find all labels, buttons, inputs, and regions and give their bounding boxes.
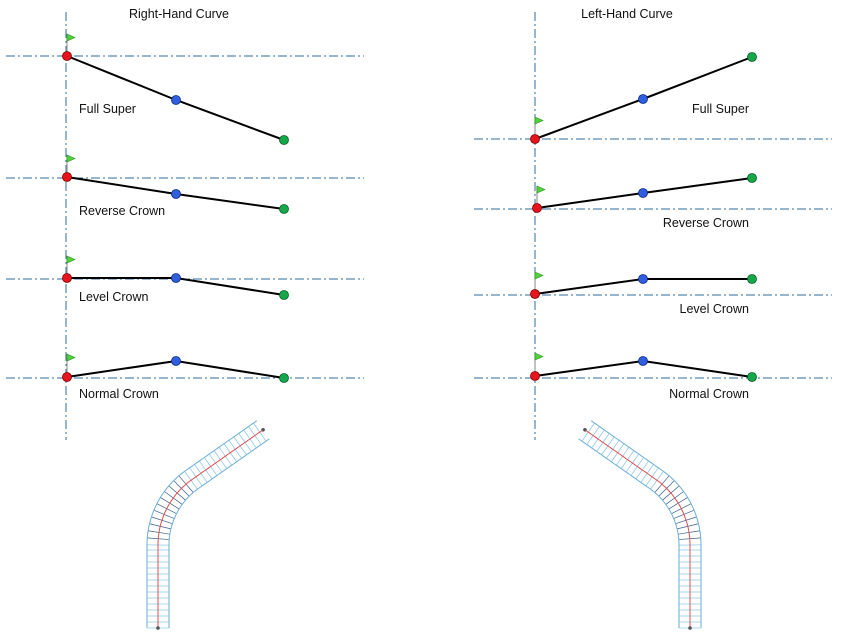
profile-row-full-super: Full Super <box>474 52 832 144</box>
flag-icon <box>534 116 544 125</box>
start-point <box>62 51 72 61</box>
profile-row-level-crown: Level Crown <box>6 255 364 304</box>
end-point <box>279 373 289 383</box>
end-station-marker <box>583 428 587 432</box>
profile-row-level-crown: Level Crown <box>474 271 832 316</box>
end-point <box>747 274 757 284</box>
flag-icon <box>66 33 76 42</box>
start-station-marker <box>156 626 160 630</box>
centerline <box>157 429 264 628</box>
row-label: Level Crown <box>79 290 149 304</box>
mid-point <box>638 274 648 284</box>
edge-of-pavement-line <box>146 420 258 628</box>
mid-point <box>638 94 648 104</box>
row-label: Normal Crown <box>669 387 749 401</box>
flag-icon <box>536 185 546 194</box>
start-point <box>530 289 540 299</box>
alignment-plan-drawing <box>578 420 702 630</box>
start-point <box>62 172 72 182</box>
start-point <box>62 273 72 283</box>
mid-point <box>171 189 181 199</box>
panel-title: Left-Hand Curve <box>581 7 673 21</box>
edge-of-pavement-line <box>578 438 680 628</box>
alignment-plan-drawing <box>146 420 270 630</box>
start-point <box>530 134 540 144</box>
end-point <box>747 52 757 62</box>
flag-icon <box>534 352 544 361</box>
flag-icon <box>534 271 544 280</box>
end-point <box>279 204 289 214</box>
panel-left-hand-curve: Left-Hand Curve Full Super Reverse Crown <box>474 7 832 440</box>
mid-point <box>638 188 648 198</box>
flag-icon <box>66 353 76 362</box>
flag-icon <box>66 154 76 163</box>
panel-title: Right-Hand Curve <box>129 7 229 21</box>
plan-view-left-curve <box>578 420 702 630</box>
profile-row-reverse-crown: Reverse Crown <box>474 173 832 230</box>
row-label: Reverse Crown <box>663 216 749 230</box>
row-label: Reverse Crown <box>79 204 165 218</box>
row-label: Normal Crown <box>79 387 159 401</box>
profile-row-normal-crown: Normal Crown <box>6 353 364 401</box>
start-station-marker <box>688 626 692 630</box>
edge-of-pavement-line <box>168 438 270 628</box>
mid-point <box>638 356 648 366</box>
mid-point <box>171 273 181 283</box>
flag-icon <box>66 255 76 264</box>
row-label: Full Super <box>79 102 136 116</box>
end-point <box>279 290 289 300</box>
mid-point <box>171 95 181 105</box>
end-station-marker <box>261 428 265 432</box>
end-point <box>747 372 757 382</box>
start-point <box>532 203 542 213</box>
mid-point <box>171 356 181 366</box>
panel-right-hand-curve: Right-Hand Curve Full Super Reverse Crow… <box>6 7 364 440</box>
plan-view-right-curve <box>146 420 270 630</box>
profile-row-full-super: Full Super <box>6 33 364 145</box>
profile-row-normal-crown: Normal Crown <box>474 352 832 401</box>
profile-row-reverse-crown: Reverse Crown <box>6 154 364 218</box>
start-point <box>530 371 540 381</box>
end-point <box>279 135 289 145</box>
centerline <box>584 429 691 628</box>
start-point <box>62 372 72 382</box>
end-point <box>747 173 757 183</box>
row-label: Level Crown <box>680 302 750 316</box>
row-label: Full Super <box>692 102 749 116</box>
edge-of-pavement-line <box>590 420 702 628</box>
